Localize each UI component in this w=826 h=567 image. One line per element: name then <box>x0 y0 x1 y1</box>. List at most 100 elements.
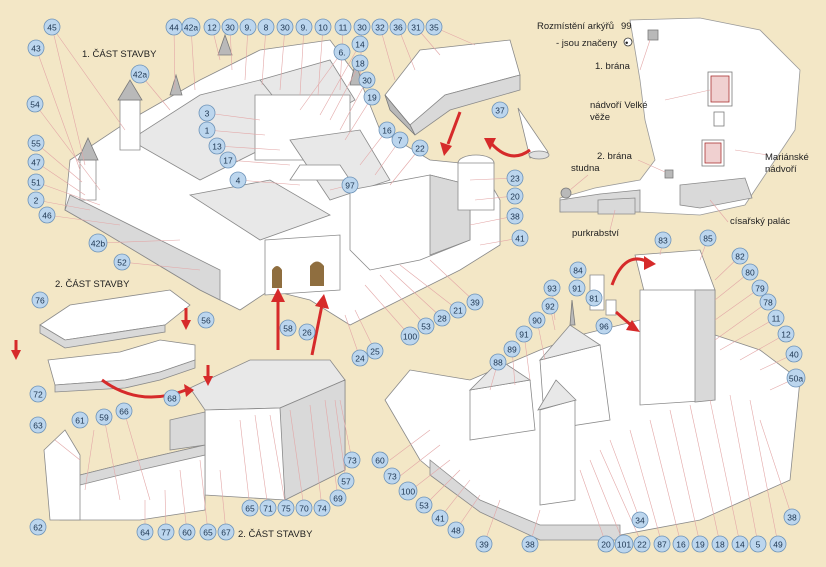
part-number-text: 22 <box>415 144 425 154</box>
map-label-well: studna <box>571 163 600 174</box>
part-number-badge <box>27 191 45 209</box>
text-labels: 1. ČÁST STAVBY 2. ČÁST STAVBY 2. ČÁST ST… <box>55 21 809 540</box>
part-number-badge <box>29 416 47 434</box>
part-number-badge <box>568 279 586 297</box>
part-number-badge <box>295 18 313 36</box>
part-number-badge <box>337 472 355 490</box>
part-number-text: 64 <box>140 528 150 538</box>
heading-part2-bottom: 2. ČÁST STAVBY <box>238 529 313 540</box>
part-number-text: 31 <box>411 23 421 33</box>
part-number-badge <box>653 535 671 553</box>
part-number-badge <box>333 43 351 61</box>
part-number-text: 30 <box>357 23 367 33</box>
part-number-badge <box>595 317 613 335</box>
part-number-n91b: 91 <box>515 325 533 343</box>
part-number-badge <box>277 499 295 517</box>
part-number-badge <box>633 535 651 553</box>
part-number-text: 69 <box>333 494 343 504</box>
part-number-badge <box>38 206 56 224</box>
part-number-n42b: 42b <box>88 233 108 253</box>
part-number-text: 44 <box>169 23 179 33</box>
part-number-badge <box>672 535 690 553</box>
part-number-text: 70 <box>299 504 309 514</box>
part-number-n42a: 42a <box>181 17 201 37</box>
part-number-badge <box>541 297 559 315</box>
part-number-badge <box>521 535 539 553</box>
part-number-text: 71 <box>263 504 273 514</box>
part-number-n60b: 60 <box>371 451 389 469</box>
part-number-badge <box>178 523 196 541</box>
part-number-n88: 88 <box>489 353 507 371</box>
part-number-badge <box>466 293 484 311</box>
part-number-text: 87 <box>657 540 667 550</box>
map-label-courtyard-1: nádvoří Velké <box>590 100 648 111</box>
part-number-badge <box>29 385 47 403</box>
part-number-text: 38 <box>525 540 535 550</box>
part-number-badge <box>785 345 803 363</box>
part-number-text: 38 <box>510 212 520 222</box>
part-number-n16b: 16 <box>672 535 690 553</box>
part-number-badge <box>407 18 425 36</box>
part-number-n72: 72 <box>29 385 47 403</box>
part-number-badge <box>208 137 226 155</box>
part-number-badge <box>241 499 259 517</box>
part-number-badge <box>783 508 801 526</box>
part-number-text: 53 <box>421 322 431 332</box>
part-number-badge <box>221 18 239 36</box>
part-number-n19b: 19 <box>691 535 709 553</box>
part-number-text: 46 <box>42 211 52 221</box>
part-number-badge <box>371 451 389 469</box>
part-number-badge <box>711 535 729 553</box>
part-number-text: 32 <box>375 23 385 33</box>
part-number-n43: 43 <box>27 39 45 57</box>
part-number-badge <box>71 411 89 429</box>
part-number-n12a: 12 <box>203 18 221 36</box>
part-number-badge <box>229 171 247 189</box>
part-number-text: 16 <box>676 540 686 550</box>
part-number-text: 4 <box>236 176 241 186</box>
part-number-n75: 75 <box>277 499 295 517</box>
part-number-badge <box>759 293 777 311</box>
part-number-n76: 76 <box>31 291 49 309</box>
part-number-badge <box>389 18 407 36</box>
part-number-text: 37 <box>495 106 505 116</box>
part-number-n3: 3 <box>198 104 216 122</box>
part-number-text: 100 <box>401 487 415 497</box>
part-number-text: 83 <box>658 236 668 246</box>
part-number-n26: 26 <box>298 323 316 341</box>
part-number-text: 77 <box>161 528 171 538</box>
part-number-n34: 34 <box>631 511 649 529</box>
part-number-n100a: 100 <box>400 326 420 346</box>
legend-line1: Rozmístění arkýřů <box>537 21 614 32</box>
part-number-badge <box>506 207 524 225</box>
legend-line2: - jsou značeny <box>556 38 618 49</box>
part-number-badge <box>351 349 369 367</box>
part-number-n4: 4 <box>229 171 247 189</box>
part-number-n45a: 45 <box>43 18 61 36</box>
part-number-n54: 54 <box>26 95 44 113</box>
part-number-n55: 55 <box>27 134 45 152</box>
part-number-text: 65 <box>245 504 255 514</box>
part-number-text: 41 <box>435 514 445 524</box>
part-number-n90: 90 <box>528 311 546 329</box>
part1-castle <box>64 33 501 326</box>
part-number-text: 16 <box>382 126 392 136</box>
part-number-text: 96 <box>599 322 609 332</box>
part-number-n60a: 60 <box>178 523 196 541</box>
part-number-text: 74 <box>317 504 327 514</box>
part-number-text: 100 <box>403 332 417 342</box>
part-number-text: 50a <box>789 374 803 384</box>
part-number-badge <box>415 496 433 514</box>
part-number-text: 72 <box>33 390 43 400</box>
part-number-text: 35 <box>429 23 439 33</box>
part-number-text: 91 <box>519 330 529 340</box>
part-number-badge <box>597 535 615 553</box>
part-number-n97: 97 <box>341 176 359 194</box>
part-number-text: 88 <box>493 358 503 368</box>
part-number-text: 19 <box>367 93 377 103</box>
part-number-text: 41 <box>515 234 525 244</box>
part-number-badge <box>506 169 524 187</box>
part-number-badge <box>503 340 521 358</box>
part-number-text: 59 <box>99 413 109 423</box>
